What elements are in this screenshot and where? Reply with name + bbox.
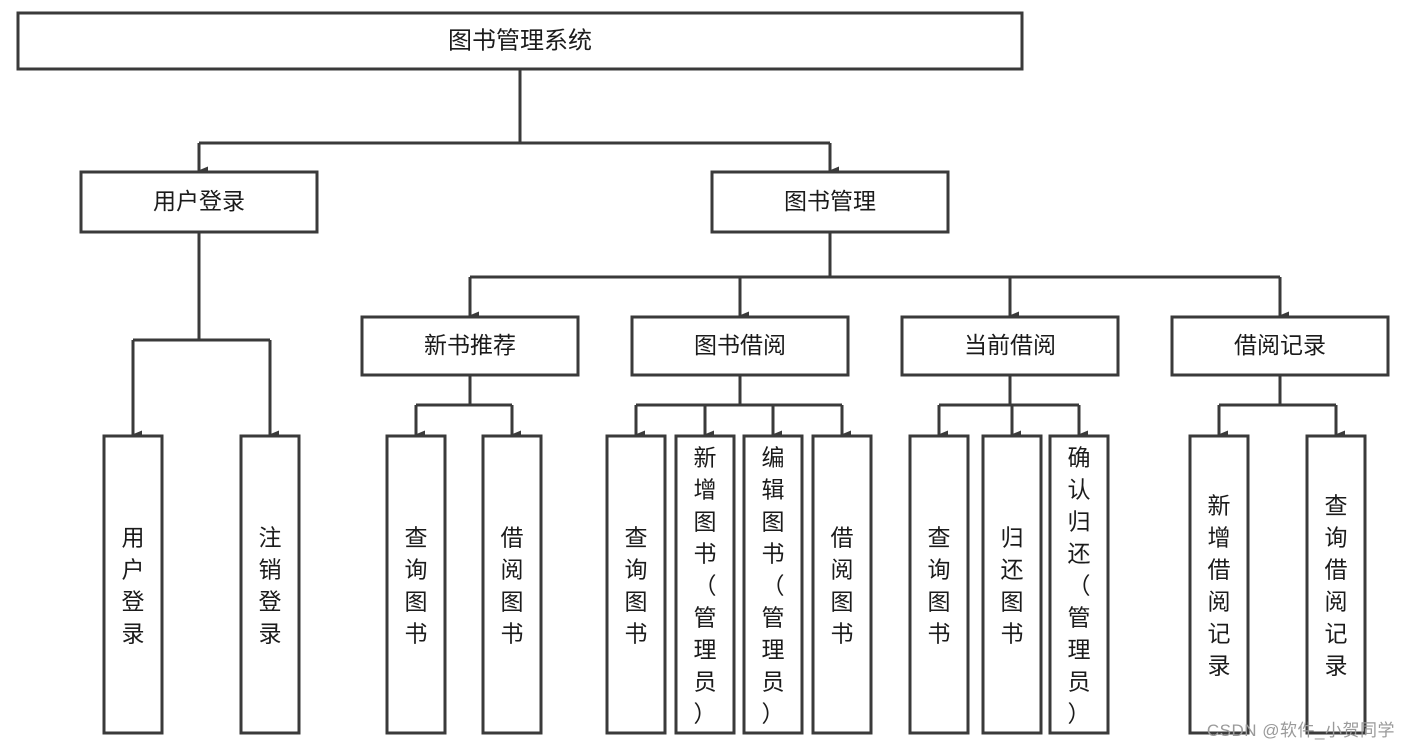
node-leaf-6-box [674, 434, 736, 735]
node-leaf-4-box [481, 434, 543, 735]
edges-root [197, 69, 840, 176]
node-leaf-5-box [605, 434, 667, 735]
edges-level3-4 [1217, 375, 1346, 440]
node-leaf-12-label: 新增借阅记录 [1208, 492, 1231, 678]
node-level3-4[interactable]: 借阅记录 [1170, 315, 1390, 377]
node-leaf-9[interactable]: 查询图书 [908, 434, 970, 735]
node-leaf-8[interactable]: 借阅图书 [811, 434, 873, 735]
node-level3-4-box [1170, 315, 1390, 377]
node-leaf-7-label: 编辑图书（管理员） [762, 444, 785, 726]
node-leaf-13-box [1305, 434, 1367, 735]
node-level3-2[interactable]: 图书借阅 [630, 315, 850, 377]
node-level3-1-label: 新书推荐 [424, 332, 516, 358]
node-leaf-11-box [1048, 434, 1110, 735]
node-leaf-9-box [908, 434, 970, 735]
node-leaf-11-label: 确认归还（管理员） [1068, 444, 1091, 726]
connector-layer [131, 69, 1346, 440]
node-root[interactable]: 图书管理系统 [16, 11, 1024, 71]
node-leaf-8-label: 借阅图书 [831, 524, 854, 646]
node-level3-4-label: 借阅记录 [1234, 332, 1326, 358]
node-leaf-3[interactable]: 查询图书 [385, 434, 447, 735]
node-leaf-4-label: 借阅图书 [501, 524, 524, 646]
node-leaf-12-box [1188, 434, 1250, 735]
node-leaf-2-label: 注销登录 [259, 524, 282, 646]
node-leaf-8-box [811, 434, 873, 735]
node-leaf-2[interactable]: 注销登录 [239, 434, 301, 735]
edges-level3-2 [634, 375, 852, 440]
node-leaf-10-box [981, 434, 1043, 735]
node-leaf-7[interactable]: 编辑图书（管理员） [742, 434, 804, 735]
node-root-box [16, 11, 1024, 71]
node-leaf-9-label: 查询图书 [928, 524, 951, 646]
node-level3-3-box [900, 315, 1120, 377]
edges-level3-3 [937, 375, 1089, 440]
node-leaf-3-label: 查询图书 [405, 524, 428, 646]
node-leaf-10-label: 归还图书 [1001, 524, 1024, 646]
node-level3-1-box [360, 315, 580, 377]
node-level3-3[interactable]: 当前借阅 [900, 315, 1120, 377]
node-level3-2-label: 图书借阅 [694, 332, 786, 358]
node-level2-2-label: 图书管理 [784, 188, 876, 214]
node-layer: 图书管理系统用户登录图书管理新书推荐图书借阅当前借阅借阅记录用户登录注销登录查询… [16, 11, 1390, 735]
node-level2-1-box [79, 170, 319, 234]
node-leaf-7-box [742, 434, 804, 735]
node-level3-2-box [630, 315, 850, 377]
node-leaf-4[interactable]: 借阅图书 [481, 434, 543, 735]
node-level3-3-label: 当前借阅 [964, 332, 1056, 358]
node-leaf-13-label: 查询借阅记录 [1325, 492, 1348, 678]
node-root-label: 图书管理系统 [448, 27, 592, 54]
node-level2-2-box [710, 170, 950, 234]
node-level2-1-label: 用户登录 [153, 188, 245, 214]
node-leaf-1[interactable]: 用户登录 [102, 434, 164, 735]
watermark-text: CSDN @软件_小贺同学 [1206, 721, 1395, 740]
edges-book-mgmt [468, 232, 1290, 321]
node-leaf-5-label: 查询图书 [625, 524, 648, 646]
node-level3-1[interactable]: 新书推荐 [360, 315, 580, 377]
node-leaf-3-box [385, 434, 447, 735]
node-leaf-5[interactable]: 查询图书 [605, 434, 667, 735]
edges-level3-1 [414, 375, 522, 440]
node-leaf-2-box [239, 434, 301, 735]
node-leaf-6[interactable]: 新增图书（管理员） [674, 434, 736, 735]
node-leaf-13[interactable]: 查询借阅记录 [1305, 434, 1367, 735]
node-leaf-12[interactable]: 新增借阅记录 [1188, 434, 1250, 735]
node-level2-2[interactable]: 图书管理 [710, 170, 950, 234]
node-leaf-6-label: 新增图书（管理员） [694, 444, 717, 726]
node-leaf-11[interactable]: 确认归还（管理员） [1048, 434, 1110, 735]
node-leaf-1-box [102, 434, 164, 735]
edges-user-login [131, 232, 280, 440]
node-level2-1[interactable]: 用户登录 [79, 170, 319, 234]
node-leaf-1-label: 用户登录 [122, 524, 145, 646]
node-leaf-10[interactable]: 归还图书 [981, 434, 1043, 735]
